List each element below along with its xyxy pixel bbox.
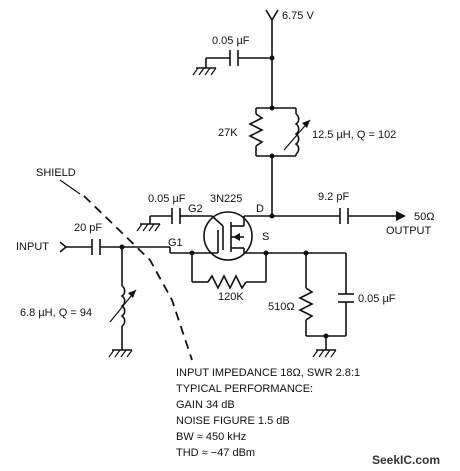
supply-voltage-label: 6.75 V (282, 10, 314, 22)
gate2-capacitor-label: 0.05 µF (148, 193, 186, 205)
note-line: BW ≈ 450 kHz (176, 431, 246, 443)
variable-inductor-drain (283, 108, 311, 156)
note-line: INPUT IMPEDANCE 18Ω, SWR 2.8:1 (176, 367, 360, 379)
watermark: SeekIC.com (372, 453, 440, 467)
ground-icon (108, 349, 133, 358)
output-label: OUTPUT (386, 225, 432, 237)
output-impedance-label: 50Ω (414, 211, 434, 223)
pin-g1-label: G1 (168, 237, 183, 249)
shield-label: SHIELD (36, 167, 76, 179)
input-capacitor-label: 20 pF (74, 222, 102, 234)
note-line: THD ≈ −47 dBm (176, 447, 255, 459)
supply-capacitor-label: 0.05 µF (212, 35, 250, 47)
ground-icon (192, 67, 217, 76)
pin-g2-label: G2 (188, 203, 203, 215)
note-line: GAIN 34 dB (176, 399, 235, 411)
source-bypass-capacitor (338, 253, 354, 336)
input-capacitor (66, 239, 122, 255)
performance-notes: INPUT IMPEDANCE 18Ω, SWR 2.8:1 TYPICAL P… (176, 367, 360, 459)
note-line: NOISE FIGURE 1.5 dB (176, 415, 290, 427)
input-label: INPUT (16, 241, 49, 253)
output-capacitor (272, 208, 396, 224)
ground-icon (136, 223, 161, 232)
note-line: TYPICAL PERFORMANCE: (176, 383, 313, 395)
ground-icon (312, 349, 337, 358)
supply-bypass-capacitor (205, 50, 272, 68)
supply-terminal (265, 9, 279, 108)
variable-inductor-input (109, 247, 137, 350)
resistor-27k-label: 27K (218, 127, 238, 139)
pin-d-label: D (256, 203, 264, 215)
resistor-510 (298, 253, 314, 336)
resistor-27k (248, 108, 264, 156)
output-arrow-icon (396, 211, 406, 221)
drain-inductor-label: 12.5 µH, Q = 102 (312, 129, 396, 141)
transistor-label: 3N225 (210, 193, 242, 205)
resistor-120k (189, 250, 267, 290)
pin-s-label: S (262, 231, 269, 243)
mosfet-3n225 (192, 211, 272, 261)
input-arrow-icon (59, 241, 68, 253)
source-capacitor-label: 0.05 µF (358, 293, 396, 305)
output-capacitor-label: 9.2 pF (318, 191, 349, 203)
input-inductor-label: 6.8 µH, Q = 94 (20, 307, 92, 319)
resistor-510-label: 510Ω (268, 301, 295, 313)
shield-dashed-line (83, 195, 193, 361)
resistor-120k-label: 120K (218, 291, 244, 303)
gate2-bypass-capacitor (149, 208, 192, 224)
